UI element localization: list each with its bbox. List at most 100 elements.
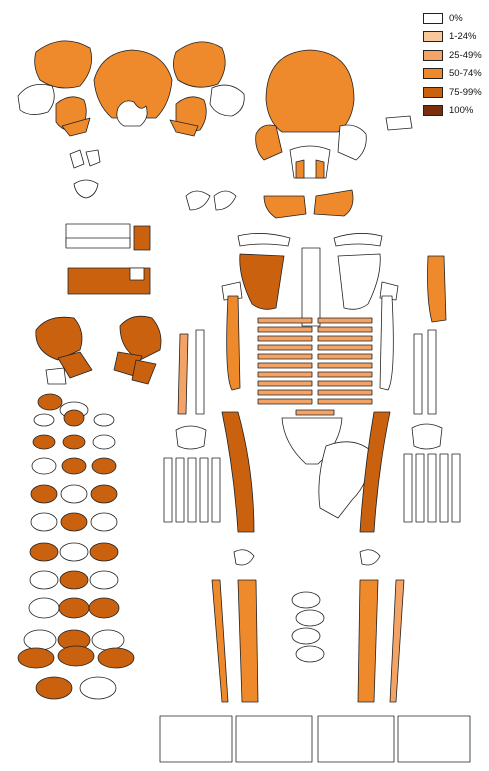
left-clavicle [238,233,290,246]
vertebra-row-7 [30,543,118,561]
rib [318,390,372,395]
rib [258,336,312,341]
nasal-part [296,160,304,178]
legend-label: 100% [449,105,473,116]
legend-item: 0% [423,9,485,28]
right-pubis [132,360,156,384]
vertebra-row-9 [29,598,119,618]
left-carpals [176,426,206,449]
rib [258,318,312,323]
rib [258,381,312,386]
vertebra [90,571,118,589]
left-ulna [196,330,204,414]
upper-teeth-row-2 [66,238,130,248]
vertebra [38,394,62,410]
upper-molars [134,226,150,250]
vertebra [29,598,59,618]
vertebra [18,648,54,668]
temporal-right [210,85,244,116]
rib [318,381,372,386]
right-radius [414,334,422,414]
vertebra [30,543,58,561]
fragment [292,628,320,644]
vertebra [80,677,116,699]
small-skull-piece-2 [86,150,100,166]
rib [258,363,312,368]
left-foot-block [160,716,232,762]
left-foot-tarsals [236,716,312,762]
rib [318,336,372,341]
lower-teeth-sub [130,268,144,280]
right-mandible [314,190,353,216]
phalanx [428,454,436,522]
rib [258,345,312,350]
vertebra [32,458,56,474]
vertebra-row-4 [32,458,116,474]
legend-label: 50-74% [449,68,482,79]
vertebra [61,513,87,531]
right-clavicle [334,233,382,246]
right-foot-tarsals [318,716,394,762]
phalanx [416,454,424,522]
left-hand-phalanges [164,458,220,522]
legend-item: 75-99% [423,83,485,102]
vertebra [93,435,115,449]
frontal-bone-left [35,41,92,88]
nasal-part-2 [316,160,324,178]
rib [318,372,372,377]
small-skull-piece-1 [70,150,84,168]
vertebra [62,458,86,474]
vertebra [92,630,124,650]
vertebra-row-5 [31,485,117,503]
phalanx [404,454,412,522]
rib [258,327,312,332]
center-fragments [292,592,324,662]
left-tibia [238,580,258,702]
rib [258,354,312,359]
left-fibula [212,580,228,702]
legend-label: 0% [449,13,463,24]
legend-item: 25-49% [423,46,485,65]
ossicles [386,116,412,130]
rib [318,318,372,323]
vertebra [91,485,117,503]
phalanx [452,454,460,522]
rib-center [296,410,334,415]
left-radius [178,334,188,414]
legend-swatch [423,105,443,116]
legend-label: 25-49% [449,50,482,61]
left-femur [222,412,254,532]
ribs-left [258,318,312,404]
rib [318,345,372,350]
rib [318,363,372,368]
left-scapula [240,254,284,309]
right-foot-block [398,716,470,762]
small-skull-piece-3 [74,180,98,198]
legend-swatch [423,68,443,79]
right-scapula [338,254,380,309]
vertebra [60,543,88,561]
vertebra-row-11 [18,646,134,668]
vertebra [34,414,54,426]
vertebra-row-8 [30,571,118,589]
right-carpals [412,424,442,449]
phalanx [212,458,220,522]
fragment [292,592,320,608]
vertebra [90,543,118,561]
rib [318,399,372,404]
legend-label: 75-99% [449,87,482,98]
legend-item: 50-74% [423,65,485,84]
vertebra [30,571,58,589]
fragment [296,610,324,626]
legend-item: 1-24% [423,28,485,47]
hyoid-left [186,191,210,210]
exploded-skull [18,41,244,198]
assembled-pelvis [282,418,370,518]
rib [318,354,372,359]
vertebra [33,435,55,449]
vertebra [92,458,116,474]
vertebra [98,648,134,668]
vertebra-row-12 [36,677,116,699]
vertebra [31,485,57,503]
